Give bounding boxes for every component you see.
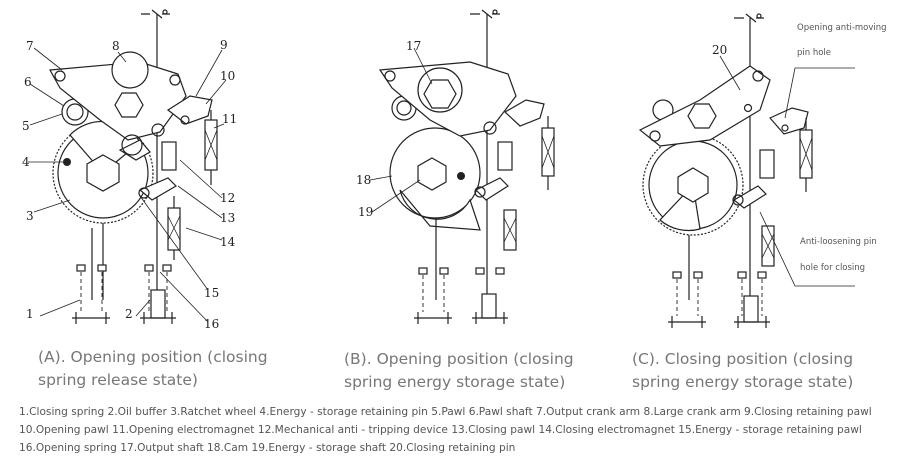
callout-3: 3 — [26, 209, 34, 223]
caption-c: (C). Closing position (closing spring en… — [632, 348, 853, 394]
note-anti-loosening-pin-hole-line1: Anti-loosening pin — [800, 237, 877, 247]
panel-a-callouts: 1 2 3 4 5 6 7 8 9 10 11 12 13 14 15 16 — [22, 38, 237, 331]
parts-legend: 1.Closing spring 2.Oil buffer 3.Ratchet … — [19, 406, 872, 454]
caption-a-line1: (A). Opening position (closing — [38, 348, 268, 366]
callout-9: 9 — [220, 38, 228, 52]
caption-b: (B). Opening position (closing spring en… — [344, 348, 574, 394]
panel-b-callouts: 17 18 19 — [356, 39, 421, 219]
callout-18: 18 — [356, 173, 371, 187]
caption-a-line2: spring release state) — [38, 371, 198, 389]
note-opening-anti-moving-pin-hole-line1: Opening anti-moving — [797, 23, 887, 33]
callout-6: 6 — [24, 75, 32, 89]
callout-1: 1 — [26, 307, 34, 321]
callout-12: 12 — [220, 191, 235, 205]
caption-b-line1: (B). Opening position (closing — [344, 350, 574, 368]
note-opening-anti-moving-pin-hole-line2: pin hole — [797, 48, 831, 58]
callout-19: 19 — [358, 205, 373, 219]
callout-10: 10 — [220, 69, 235, 83]
callout-17: 17 — [406, 39, 421, 53]
callout-16: 16 — [204, 317, 219, 331]
caption-a: (A). Opening position (closing spring re… — [38, 346, 268, 392]
panel-c-callouts: 20 Opening anti-moving pin hole Anti-loo… — [712, 23, 887, 273]
callout-11: 11 — [222, 112, 237, 126]
caption-b-line2: spring energy storage state) — [344, 373, 566, 391]
caption-c-line2: spring energy storage state) — [632, 373, 854, 391]
callout-2: 2 — [125, 307, 133, 321]
callout-20: 20 — [712, 43, 727, 57]
callout-14: 14 — [220, 235, 236, 249]
callout-4: 4 — [22, 155, 30, 169]
callout-15: 15 — [204, 286, 219, 300]
callout-8: 8 — [112, 39, 120, 53]
callout-5: 5 — [22, 119, 30, 133]
callout-7: 7 — [26, 39, 34, 53]
panel-b-drawing — [369, 9, 555, 324]
panel-c-drawing — [638, 13, 855, 328]
callout-13: 13 — [220, 211, 235, 225]
note-anti-loosening-pin-hole-line2: hole for closing — [800, 263, 865, 273]
caption-c-line1: (C). Closing position (closing — [632, 350, 854, 368]
panel-a-drawing — [28, 9, 227, 324]
